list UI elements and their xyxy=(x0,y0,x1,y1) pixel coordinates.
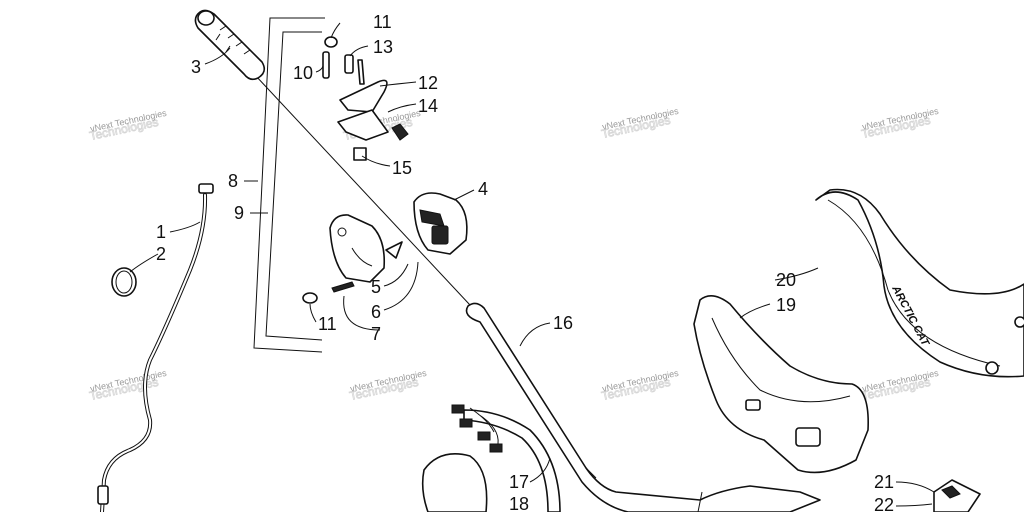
label-22: 22 xyxy=(874,495,894,512)
callout-labels: 1 2 3 4 5 6 7 8 9 10 11 11 12 13 14 15 1… xyxy=(156,12,894,512)
switch-housing xyxy=(413,192,468,255)
switch-block xyxy=(933,479,981,512)
seat: ARCTIC CAT xyxy=(815,188,1024,378)
block-15 xyxy=(353,147,367,161)
seat-base xyxy=(693,295,869,474)
label-1: 1 xyxy=(156,222,166,242)
throttle-cable xyxy=(97,183,214,512)
label-2: 2 xyxy=(156,244,166,264)
watermark-tile-7: Technologies vNext Technologies xyxy=(600,368,680,404)
label-14: 14 xyxy=(418,96,438,116)
spring-13 xyxy=(344,54,354,74)
label-7: 7 xyxy=(371,324,381,344)
watermark-tile-8: Technologies vNext Technologies xyxy=(860,368,940,404)
watermark-tile-6: Technologies vNext Technologies xyxy=(348,368,428,404)
label-21: 21 xyxy=(874,472,894,492)
throttle-housing xyxy=(329,214,403,293)
label-4: 4 xyxy=(478,179,488,199)
label-20: 20 xyxy=(776,270,796,290)
clamp-ring-inner xyxy=(115,270,133,294)
grip xyxy=(194,9,266,81)
label-17: 17 xyxy=(509,472,529,492)
label-5: 5 xyxy=(371,277,381,297)
watermark-tile-3: Technologies vNext Technologies xyxy=(600,106,680,142)
watermark-tile-1: Technologies vNext Technologies xyxy=(88,108,168,144)
label-11-top: 11 xyxy=(373,12,392,32)
label-9: 9 xyxy=(234,203,244,223)
label-16: 16 xyxy=(553,313,573,333)
label-6: 6 xyxy=(371,302,381,322)
screw-11-top xyxy=(324,36,338,48)
watermark-tile-4: Technologies vNext Technologies xyxy=(860,106,940,142)
pin-13b xyxy=(357,59,365,85)
label-8: 8 xyxy=(228,171,238,191)
handlebar xyxy=(465,302,821,512)
label-12: 12 xyxy=(418,73,438,93)
assembly-centerline xyxy=(254,74,471,306)
label-18: 18 xyxy=(509,494,529,512)
label-3: 3 xyxy=(191,57,201,77)
label-19: 19 xyxy=(776,295,796,315)
leader-lines xyxy=(129,22,935,507)
screw-11-bottom xyxy=(302,292,318,304)
watermark-tile-5: Technologies vNext Technologies xyxy=(88,368,168,404)
bracket-8 xyxy=(253,17,325,353)
throttle-lever xyxy=(337,79,409,141)
wiring-harness xyxy=(451,404,561,512)
bracket-9 xyxy=(265,31,323,341)
cushion-18 xyxy=(421,453,488,512)
pin-10 xyxy=(322,51,330,79)
label-10: 10 xyxy=(293,63,313,83)
label-11-bottom: 11 xyxy=(318,314,337,334)
label-15: 15 xyxy=(392,158,412,178)
label-13: 13 xyxy=(373,37,393,57)
